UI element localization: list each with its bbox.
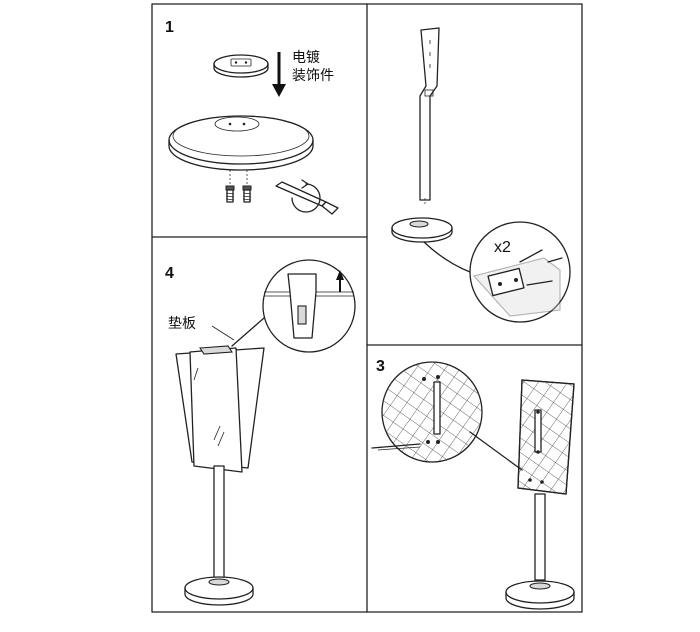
- step-1-number: 1: [165, 19, 174, 36]
- step-1-panel: 1 电镀 装饰件: [165, 19, 339, 215]
- oval-base: [168, 115, 314, 171]
- pole: [213, 465, 225, 579]
- step-1-label-line2: 装饰件: [292, 68, 334, 84]
- small-base: [391, 217, 453, 243]
- step-2-multiplier: x2: [494, 239, 511, 256]
- step-3-number: 3: [376, 358, 385, 375]
- screw-icon: [225, 185, 235, 203]
- hex-wrench-icon: [275, 179, 339, 215]
- detail-circle: [469, 221, 571, 323]
- oval-base: [184, 576, 254, 606]
- pole: [419, 27, 440, 205]
- grid-detail-circle: [381, 361, 483, 463]
- down-arrow-icon: [272, 52, 286, 97]
- chrome-cap: [213, 54, 269, 78]
- pole: [534, 493, 546, 581]
- panel-frames: [151, 3, 583, 613]
- label-leader-line: [211, 325, 235, 341]
- sign-board-with-cover: [175, 345, 265, 473]
- step-1-label-line1: 电镀: [292, 49, 320, 66]
- step-3-panel: 3: [371, 358, 575, 610]
- clip-detail-circle: [262, 259, 356, 353]
- step-2-panel: x2: [391, 27, 571, 323]
- oval-base: [505, 580, 575, 610]
- sign-board: [517, 379, 575, 495]
- step-4-label: 垫板: [168, 316, 196, 332]
- step-4-panel: 4 垫板: [165, 259, 356, 606]
- step-4-number: 4: [165, 265, 174, 282]
- screw-icon: [242, 185, 252, 203]
